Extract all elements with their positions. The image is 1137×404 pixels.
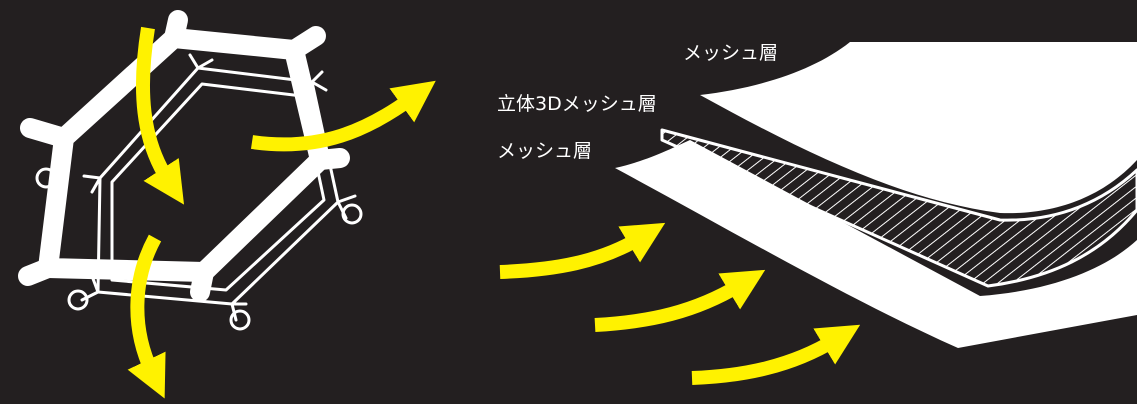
airflow-arrow-icon bbox=[250, 80, 436, 152]
bottom-mesh-layer bbox=[615, 140, 1137, 348]
hexagon-front-frame bbox=[18, 10, 350, 302]
top-mesh-layer bbox=[700, 42, 1137, 214]
hexagon-airflow-arrows bbox=[127, 26, 436, 399]
bottom-layer-label: メッシュ層 bbox=[497, 140, 592, 162]
top-layer-label: メッシュ層 bbox=[683, 42, 778, 64]
middle-layer-label: 立体3Dメッシュ層 bbox=[497, 93, 657, 115]
airflow-arrow-icon bbox=[135, 26, 185, 205]
airflow-arrow-icon bbox=[594, 269, 766, 332]
hexagon-mesh-cell bbox=[18, 10, 363, 331]
airflow-arrow-icon bbox=[499, 222, 666, 279]
mesh-layer-stack bbox=[615, 42, 1137, 348]
hexagon-back-frame bbox=[35, 53, 363, 331]
airflow-arrow-icon bbox=[127, 234, 166, 399]
layer-airflow-arrows bbox=[499, 222, 861, 385]
airflow-arrow-icon bbox=[691, 324, 861, 385]
